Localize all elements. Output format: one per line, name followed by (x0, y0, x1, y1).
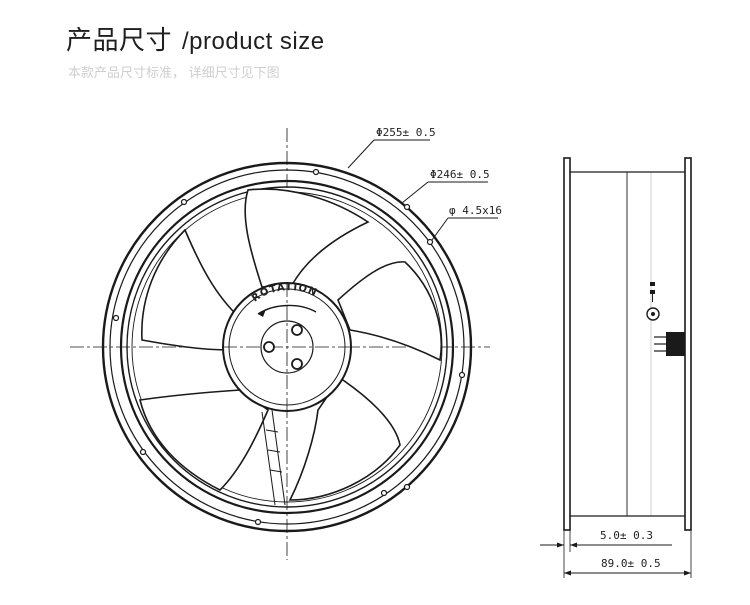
outer-rim (101, 161, 473, 533)
blade-right-lower (288, 376, 401, 501)
dim-mounting-hole: φ 4.5x16 (449, 204, 502, 217)
blade-top (244, 188, 370, 288)
left-flange (563, 157, 571, 531)
dim-outer-diameter: Φ255± 0.5 (376, 126, 436, 139)
blade-bottom-left (139, 389, 269, 491)
hub-center-ring (260, 320, 314, 374)
front-view (70, 128, 490, 560)
side-view (540, 157, 692, 578)
dim-fan-depth: 89.0± 0.5 (601, 557, 661, 570)
right-flange (684, 157, 692, 531)
page-subtitle: 本款产品尺寸标准， 详细尺寸见下图 (68, 65, 280, 80)
support-strut (261, 409, 286, 506)
blade-left (141, 228, 241, 351)
fan-blades (139, 188, 443, 501)
page-title: 产品尺寸/product size (66, 20, 325, 57)
front-leaders (347, 139, 498, 241)
dim-flange-thickness: 5.0± 0.3 (600, 529, 653, 542)
terminal-connector (646, 282, 685, 356)
outer-rim-inner-edge (109, 169, 465, 525)
title-english: /product size (182, 28, 325, 55)
title-chinese: 产品尺寸 (66, 25, 173, 55)
mounting-holes (112, 168, 466, 526)
venturi-ring (119, 179, 455, 515)
dim-inner-diameter: Φ246± 0.5 (430, 168, 490, 181)
blade-right-upper (337, 261, 443, 362)
venturi-ring-inner (126, 186, 448, 508)
hub-screws (263, 324, 303, 370)
